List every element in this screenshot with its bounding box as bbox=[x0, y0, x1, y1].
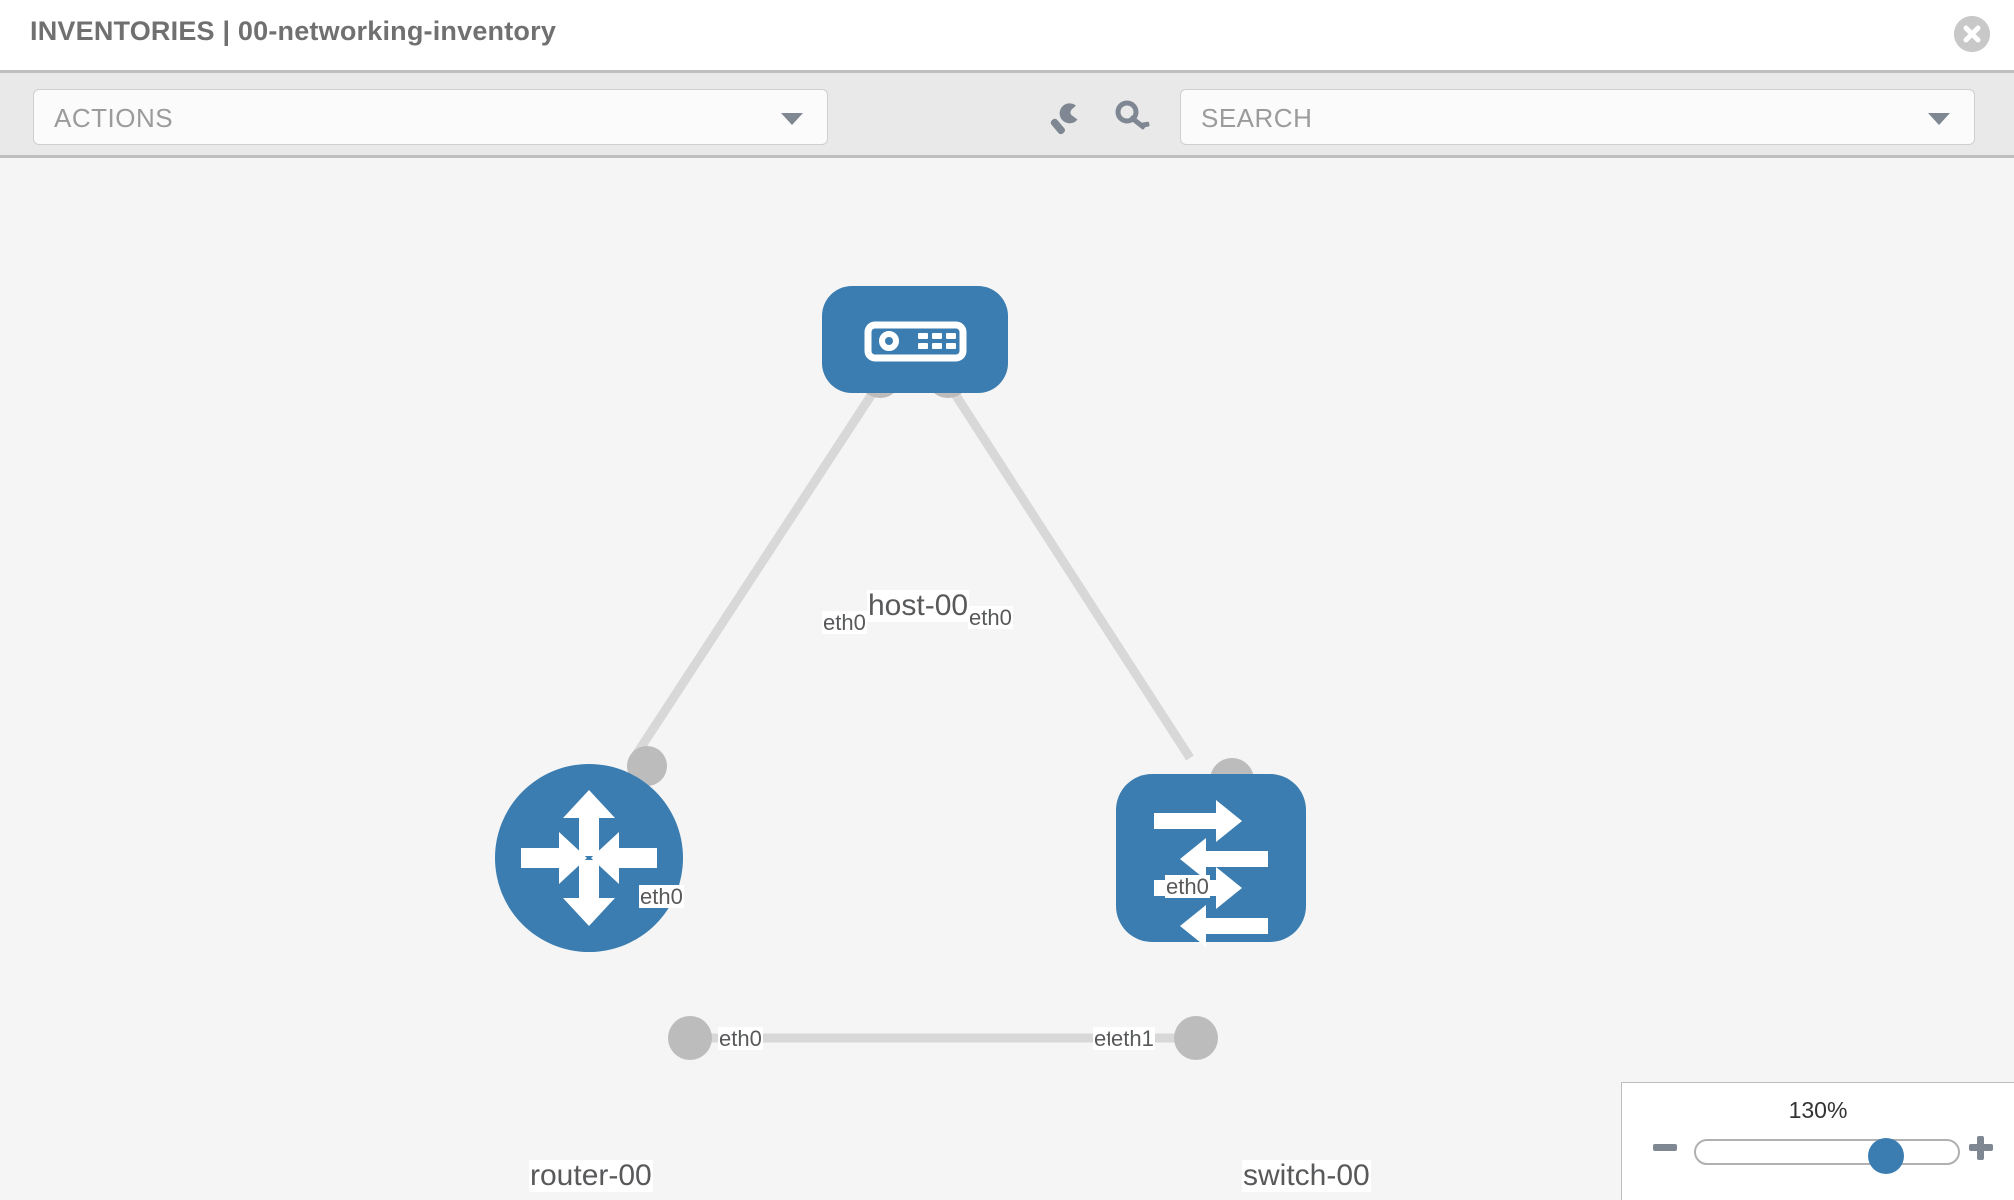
zoom-slider-thumb[interactable] bbox=[1868, 1138, 1904, 1174]
close-icon[interactable] bbox=[1954, 16, 1990, 52]
iface-label-host-00-left: eth0 bbox=[822, 610, 867, 635]
iface-label-host-00-right: eth0 bbox=[968, 605, 1013, 630]
actions-dropdown[interactable]: ACTIONS bbox=[33, 89, 828, 145]
zoom-slider-track[interactable] bbox=[1694, 1138, 1960, 1174]
chevron-down-icon bbox=[781, 113, 803, 125]
search-input[interactable]: SEARCH bbox=[1180, 89, 1975, 145]
topology-edges bbox=[630, 391, 1195, 1043]
edge-host00-router00 bbox=[630, 391, 876, 761]
iface-label-router-00-up: eth0 bbox=[639, 884, 684, 909]
chevron-down-icon[interactable] bbox=[1928, 113, 1950, 125]
node-host-00-shape bbox=[822, 286, 1008, 393]
zoom-percent-label: 130% bbox=[1788, 1097, 1848, 1123]
page-title: INVENTORIES | 00-networking-inventory bbox=[30, 16, 557, 46]
node-router-00 bbox=[495, 764, 683, 952]
iface-label-router-00-right: eth0 bbox=[718, 1026, 763, 1051]
zoom-control-panel: 130% bbox=[1621, 1082, 2014, 1200]
wrench-icon[interactable] bbox=[1046, 97, 1086, 137]
connector-switch00-left bbox=[1174, 1016, 1218, 1060]
topology-graph bbox=[495, 286, 1306, 1060]
connector-router00-up bbox=[627, 746, 667, 786]
iface-label-switch-00-up: eth0 bbox=[1165, 874, 1210, 899]
edge-host00-switch00 bbox=[951, 391, 1194, 761]
connector-router00-right bbox=[668, 1016, 712, 1060]
iface-label-switch-00-left-b: eth1 bbox=[1110, 1026, 1155, 1051]
node-host-00 bbox=[822, 286, 1008, 393]
page-header: INVENTORIES | 00-networking-inventory bbox=[0, 0, 2014, 70]
topology-canvas[interactable]: host-00 router-00 switch-00 eth0 eth0 et… bbox=[0, 158, 2014, 1200]
node-router-00-shape bbox=[495, 764, 683, 952]
node-switch-00 bbox=[1116, 774, 1306, 947]
key-icon[interactable] bbox=[1113, 97, 1153, 137]
zoom-slider-row bbox=[1622, 1133, 2014, 1177]
node-label-switch-00: switch-00 bbox=[1242, 1159, 1371, 1192]
search-placeholder: SEARCH bbox=[1201, 103, 1313, 133]
node-label-host-00: host-00 bbox=[867, 589, 970, 622]
node-label-router-00: router-00 bbox=[529, 1159, 653, 1192]
router-four-arrows-icon bbox=[521, 790, 657, 926]
minus-icon[interactable] bbox=[1650, 1133, 1680, 1163]
actions-dropdown-label: ACTIONS bbox=[54, 103, 174, 133]
plus-icon[interactable] bbox=[1966, 1133, 1996, 1163]
server-device-icon bbox=[864, 321, 967, 362]
toolbar: ACTIONS SEARCH bbox=[0, 70, 2014, 158]
